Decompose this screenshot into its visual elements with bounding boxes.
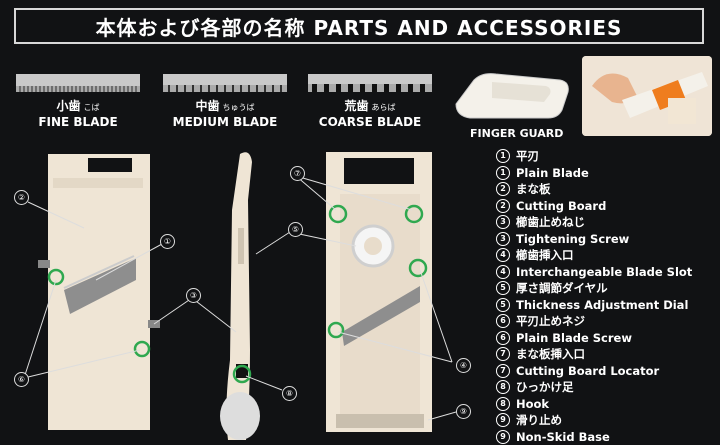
coarse-blade-image <box>308 74 432 94</box>
slicer-back-view <box>326 152 432 432</box>
callout-5: ⑤ <box>288 222 303 237</box>
slicer-diagrams <box>0 140 490 444</box>
finger-guard-image <box>452 66 574 126</box>
slicer-side-view <box>220 152 260 440</box>
callout-9: ⑨ <box>456 404 471 419</box>
slicer-front-view <box>38 154 160 430</box>
callout-2: ② <box>14 190 29 205</box>
callout-4: ④ <box>456 358 471 373</box>
finger-guard-label: FINGER GUARD <box>470 127 563 140</box>
medium-blade-image <box>163 74 287 94</box>
usage-photo <box>582 56 712 136</box>
callout-8: ⑧ <box>282 386 297 401</box>
medium-blade-label: 中歯ちゅうば MEDIUM BLADE <box>163 99 287 130</box>
callout-1: ① <box>160 234 175 249</box>
callout-6: ⑥ <box>14 372 29 387</box>
callout-7: ⑦ <box>290 166 305 181</box>
coarse-blade-label: 荒歯あらば COARSE BLADE <box>308 99 432 130</box>
callout-3: ③ <box>186 288 201 303</box>
fine-blade-image <box>16 74 140 94</box>
fine-blade-label: 小歯こば FINE BLADE <box>16 99 140 130</box>
page-title: 本体および各部の名称 PARTS AND ACCESSORIES <box>14 8 704 44</box>
